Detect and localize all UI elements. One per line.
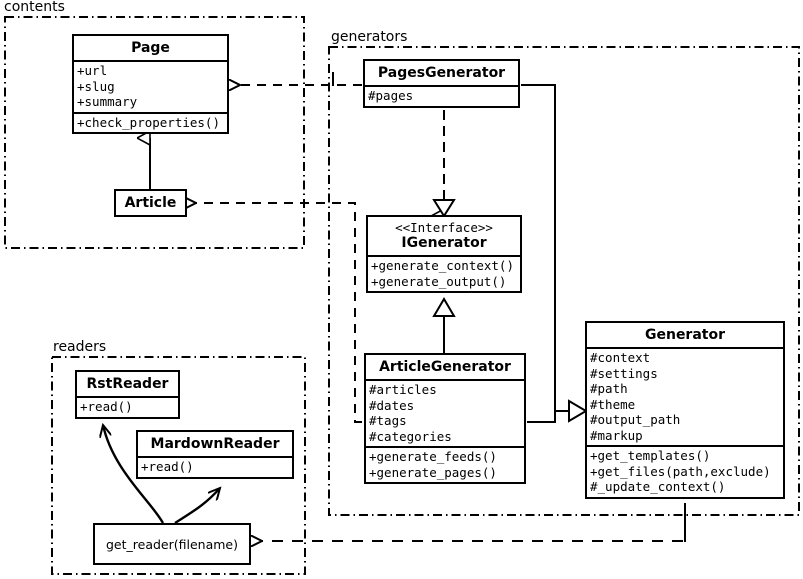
edge-generator-to-getreader [262, 503, 686, 541]
class-stereotype-igenerator: <<Interface>> [395, 220, 493, 235]
class-box-page[interactable]: Page +url +slug +summary +check_properti… [72, 34, 229, 134]
method-row: +get_templates() [590, 448, 711, 463]
attribute-row: #tags [369, 413, 407, 428]
class-title-page: Page [131, 40, 170, 56]
method-row: +check_properties() [77, 114, 220, 130]
attribute-row: #articles [369, 382, 437, 397]
class-attributes-article-generator: #articles #dates #tags #categories [366, 379, 524, 446]
edge-articlegenerator-to-generator [527, 411, 556, 423]
class-methods-rst-reader: +read() [77, 396, 178, 417]
method-row: +get_files(path,exclude) [590, 463, 771, 479]
class-box-pages-generator[interactable]: PagesGenerator #pages [363, 59, 520, 108]
edge-articlegenerator-to-article [196, 203, 362, 423]
attribute-row: +summary [77, 94, 138, 109]
attribute-row: #context [590, 350, 651, 365]
method-row: +generate_feeds() [369, 449, 497, 464]
class-box-mardown-reader[interactable]: MardownReader +read() [136, 430, 294, 479]
attribute-row: #dates [369, 397, 415, 413]
method-row: #_update_context() [590, 479, 726, 494]
function-label-get-reader: get_reader(filename) [106, 536, 238, 552]
generalization-arrowhead-generator [568, 399, 588, 423]
generalization-arrowhead-igenerator [432, 297, 456, 317]
attribute-row: +url [77, 63, 108, 78]
class-methods-generator: +get_templates() +get_files(path,exclude… [587, 445, 783, 497]
class-box-igenerator[interactable]: <<Interface>> IGenerator +generate_conte… [366, 215, 522, 293]
class-title-mardown-reader: MardownReader [150, 436, 280, 452]
class-title-rst-reader: RstReader [86, 376, 169, 392]
method-row: +generate_pages() [369, 464, 497, 480]
class-title-generator: Generator [644, 327, 725, 343]
class-methods-mardown-reader: +read() [138, 456, 292, 477]
attribute-row: #pages [368, 88, 414, 103]
class-methods-page: +check_properties() [74, 111, 227, 133]
attribute-row: #path [590, 381, 628, 396]
class-box-rst-reader[interactable]: RstReader +read() [75, 370, 180, 419]
class-title-igenerator: IGenerator [401, 235, 487, 251]
method-row: +generate_context() [371, 258, 514, 273]
class-box-article[interactable]: Article [114, 189, 187, 217]
class-title-article: Article [124, 195, 177, 211]
edge-pagesgenerator-to-generator [521, 84, 570, 412]
package-label-readers: readers [53, 339, 107, 355]
edge-getreader-to-mardownreader [174, 488, 220, 525]
class-box-article-generator[interactable]: ArticleGenerator #articles #dates #tags … [364, 353, 526, 484]
attribute-row: #theme [590, 396, 636, 412]
realization-arrowhead [432, 199, 456, 218]
method-row: +generate_output() [371, 273, 507, 289]
package-label-generators: generators [331, 29, 408, 45]
class-methods-igenerator: +generate_context() +generate_output() [368, 255, 520, 291]
attribute-row: +slug [77, 78, 115, 94]
class-attributes-generator: #context #settings #path #theme #output_… [587, 347, 783, 445]
package-label-contents: contents [4, 0, 65, 15]
class-methods-article-generator: +generate_feeds() +generate_pages() [366, 446, 524, 482]
attribute-row: #output_path [590, 412, 681, 427]
class-attributes-pages-generator: #pages [365, 85, 518, 106]
method-row: +read() [80, 399, 133, 414]
class-title-article-generator: ArticleGenerator [379, 359, 511, 375]
function-box-get-reader[interactable]: get_reader(filename) [93, 523, 251, 565]
attribute-row: #markup [590, 427, 643, 443]
class-title-pages-generator: PagesGenerator [377, 65, 506, 81]
attribute-row: #categories [369, 428, 452, 444]
class-box-generator[interactable]: Generator #context #settings #path #them… [585, 321, 785, 499]
class-attributes-page: +url +slug +summary [74, 60, 227, 112]
method-row: +read() [141, 459, 194, 474]
attribute-row: #settings [590, 365, 658, 381]
